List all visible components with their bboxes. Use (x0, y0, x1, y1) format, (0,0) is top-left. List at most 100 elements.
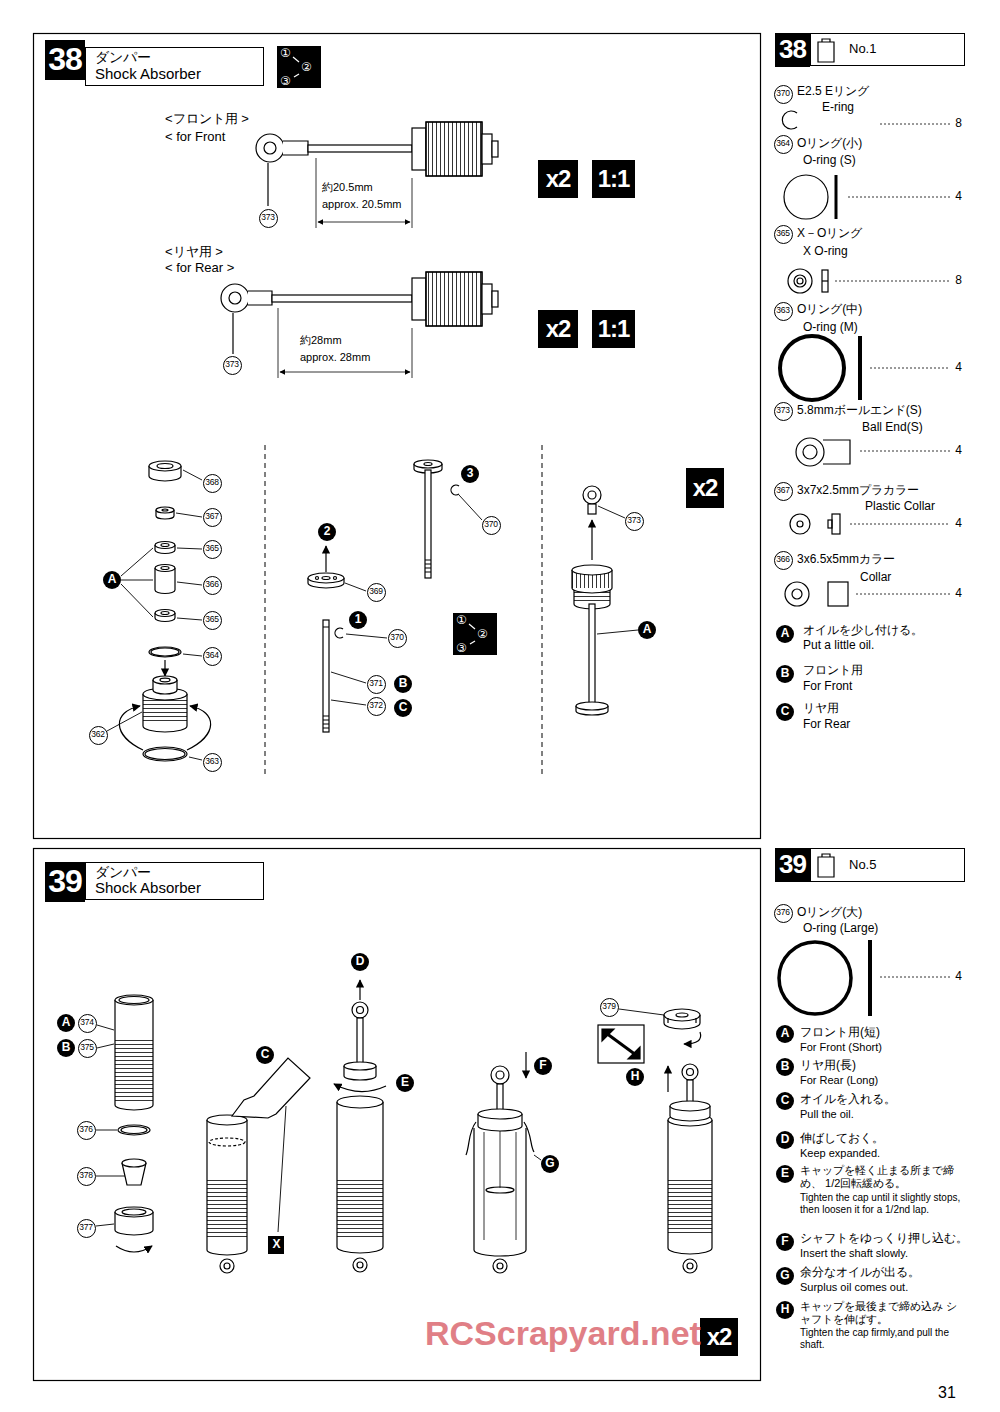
dimension-line (278, 308, 412, 378)
note: Tighten the cap until it slightly stops,… (800, 1192, 965, 1215)
callout-number: 366 (203, 576, 222, 595)
dimension: approx. 20.5mm (322, 198, 401, 211)
exploded-parts (162, 509, 168, 511)
part-name: X－Oリング (797, 227, 862, 241)
node-text: 367 (205, 512, 218, 522)
callout-number: 376 (77, 1121, 96, 1140)
step-letter: A (103, 571, 121, 589)
node-text: 374 (80, 1018, 93, 1028)
dimension: 約20.5mm (322, 181, 373, 194)
leader-line (107, 470, 202, 760)
callout-number: 374 (78, 1014, 97, 1033)
note: For Front (Short) (800, 1041, 882, 1054)
step-letter: D (776, 1131, 794, 1149)
node-text: 365 (205, 615, 218, 625)
callout-number: 362 (89, 726, 108, 745)
step-letter: B (776, 1058, 794, 1076)
shock-body (352, 1002, 368, 1018)
part-picture (780, 336, 844, 400)
shock-body (474, 1128, 526, 1256)
shock-body (334, 980, 386, 1272)
shock-body (598, 1025, 644, 1063)
order-symbol: ①②③ (277, 46, 321, 88)
node-text: A (108, 573, 117, 586)
callout-number: 373 (259, 209, 278, 228)
shock-body (337, 1096, 383, 1108)
node-text: D (781, 1133, 790, 1146)
page-number: 31 (938, 1384, 956, 1402)
node-text: ① (456, 613, 467, 627)
piston-shaft (425, 470, 431, 578)
piston-shaft (331, 583, 387, 705)
shock-body (684, 1032, 701, 1044)
part-picture (828, 582, 848, 606)
node-text: 1:1 (598, 316, 630, 343)
part-picture (823, 440, 850, 464)
node-text: 373 (627, 516, 640, 526)
node-text: C (781, 705, 790, 718)
step-letter: B (394, 675, 412, 693)
node-text: 366 (776, 555, 789, 565)
title-text: Shock Absorber (95, 66, 201, 83)
quantity: 4 (955, 970, 962, 984)
node-text: D (356, 955, 365, 968)
oil-filling (224, 1263, 230, 1269)
shock-body (493, 1259, 507, 1273)
dimension-line (278, 308, 412, 378)
note: キャップを軽く止まる所まで締め、 1/2回転緩める。 (800, 1164, 965, 1189)
part-picture (822, 270, 828, 292)
step-letter: A (57, 1014, 75, 1032)
oil-filling (220, 1259, 234, 1273)
exploded-parts (155, 542, 175, 549)
part-picture (835, 175, 838, 219)
node-text: 376 (79, 1125, 92, 1135)
node-text: F (781, 1235, 788, 1248)
node-text: 368 (205, 478, 218, 488)
node-text: 376 (776, 908, 789, 918)
dimension-line (316, 158, 412, 228)
shock-body (466, 1052, 541, 1273)
node-text: 370 (390, 633, 403, 643)
part-name: E2.5 Eリング (797, 85, 869, 99)
shock-body (122, 1159, 146, 1167)
shock-body (591, 520, 592, 560)
callout-number: 369 (367, 583, 386, 602)
step-title-box: ダンパーShock Absorber (85, 862, 264, 900)
node-text: x2 (693, 475, 718, 502)
quantity: 8 (955, 274, 962, 288)
callout-number: 378 (77, 1167, 96, 1186)
leader-line (121, 548, 153, 617)
front-shock (256, 134, 284, 162)
note: Tighten the cap firmly,and pull the shaf… (800, 1327, 965, 1350)
oil-filling (207, 1058, 310, 1273)
order-arrow (294, 74, 299, 77)
title-text: ダンパー (95, 50, 151, 66)
callout-number: 364 (774, 135, 793, 154)
node-text: G (545, 1157, 554, 1170)
part-picture (822, 280, 828, 281)
shock-body (334, 1084, 386, 1092)
rear-shock (492, 291, 498, 307)
order-arrow (293, 57, 299, 62)
node-text: E (401, 1076, 409, 1089)
shock-body (683, 1259, 697, 1273)
note: Keep expanded. (800, 1147, 880, 1160)
parts-bag-icon (818, 854, 834, 877)
shock-body (572, 565, 612, 575)
exploded-parts (143, 747, 187, 761)
callout-number: 376 (774, 904, 793, 923)
part-name: O-ring (M) (803, 321, 858, 335)
node-text: 373 (776, 406, 789, 416)
shock-body (668, 1018, 696, 1023)
shock-body (574, 592, 610, 604)
step-letter: G (541, 1155, 559, 1173)
exploded-parts (149, 647, 181, 657)
parts-bag-header: No.5 (810, 848, 965, 882)
shock-body (96, 1025, 125, 1226)
node-text: x2 (546, 166, 571, 193)
node-text: 1 (355, 613, 362, 626)
panel-frame (34, 34, 761, 1381)
note: For Rear (Long) (800, 1074, 878, 1087)
part-name: O-ring (S) (803, 154, 856, 168)
order-arrow (469, 624, 475, 629)
